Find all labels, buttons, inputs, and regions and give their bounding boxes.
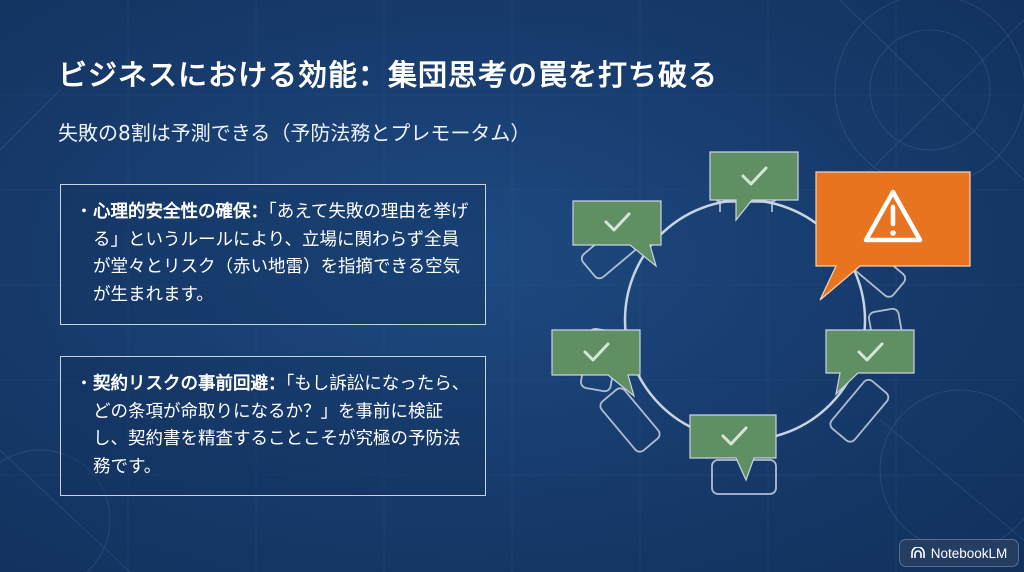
check-icon (583, 342, 610, 362)
page-subtitle: 失敗の8割は予測できる（予防法務とプレモータム） (58, 121, 531, 145)
badge-label: NotebookLM (930, 545, 1008, 561)
speech-bubble-bottom (689, 414, 777, 482)
warning-icon (863, 189, 923, 243)
bullet: ・ (75, 374, 93, 394)
point-text: ・契約リスクの事前回避：「もし訴訟になったら、どの条項が命取りになるか？」を事前… (75, 371, 471, 481)
bullet: ・ (75, 202, 93, 222)
point-body: 「もし訴訟になったら、どの条項が命取りになるか？」を事前に検証し、契約書を精査す… (93, 374, 470, 477)
speech-bubble-upper-left (572, 200, 662, 268)
point-card-contract-risk: ・契約リスクの事前回避：「もし訴訟になったら、どの条項が命取りになるか？」を事前… (60, 356, 486, 496)
check-icon (604, 212, 631, 232)
point-card-psychological-safety: ・心理的安全性の確保：「あえて失敗の理由を挙げる」というルールにより、立場に関わ… (60, 184, 486, 325)
page-title: ビジネスにおける効能：集団思考の罠を打ち破る (58, 58, 719, 92)
speech-bubble-warning (815, 171, 971, 301)
speech-bubble-right (825, 329, 915, 396)
check-icon (857, 342, 884, 362)
point-text: ・心理的安全性の確保：「あえて失敗の理由を挙げる」というルールにより、立場に関わ… (75, 199, 471, 309)
round-table-diagram (551, 151, 971, 495)
point-lead: 契約リスクの事前回避： (93, 374, 286, 394)
speech-bubble-top (709, 151, 799, 222)
check-icon (741, 166, 768, 186)
point-body: 「あえて失敗の理由を挙げる」というルールにより、立場に関わらず全員が堂々とリスク… (93, 202, 469, 305)
notebooklm-badge: NotebookLM (899, 539, 1019, 567)
notebooklm-logo-icon (910, 547, 925, 558)
chair-lower-left (599, 387, 661, 453)
point-lead: 心理的安全性の確保： (93, 202, 268, 222)
chair-lower-right (829, 378, 890, 443)
check-icon (721, 426, 748, 446)
speech-bubble-left (551, 329, 641, 398)
